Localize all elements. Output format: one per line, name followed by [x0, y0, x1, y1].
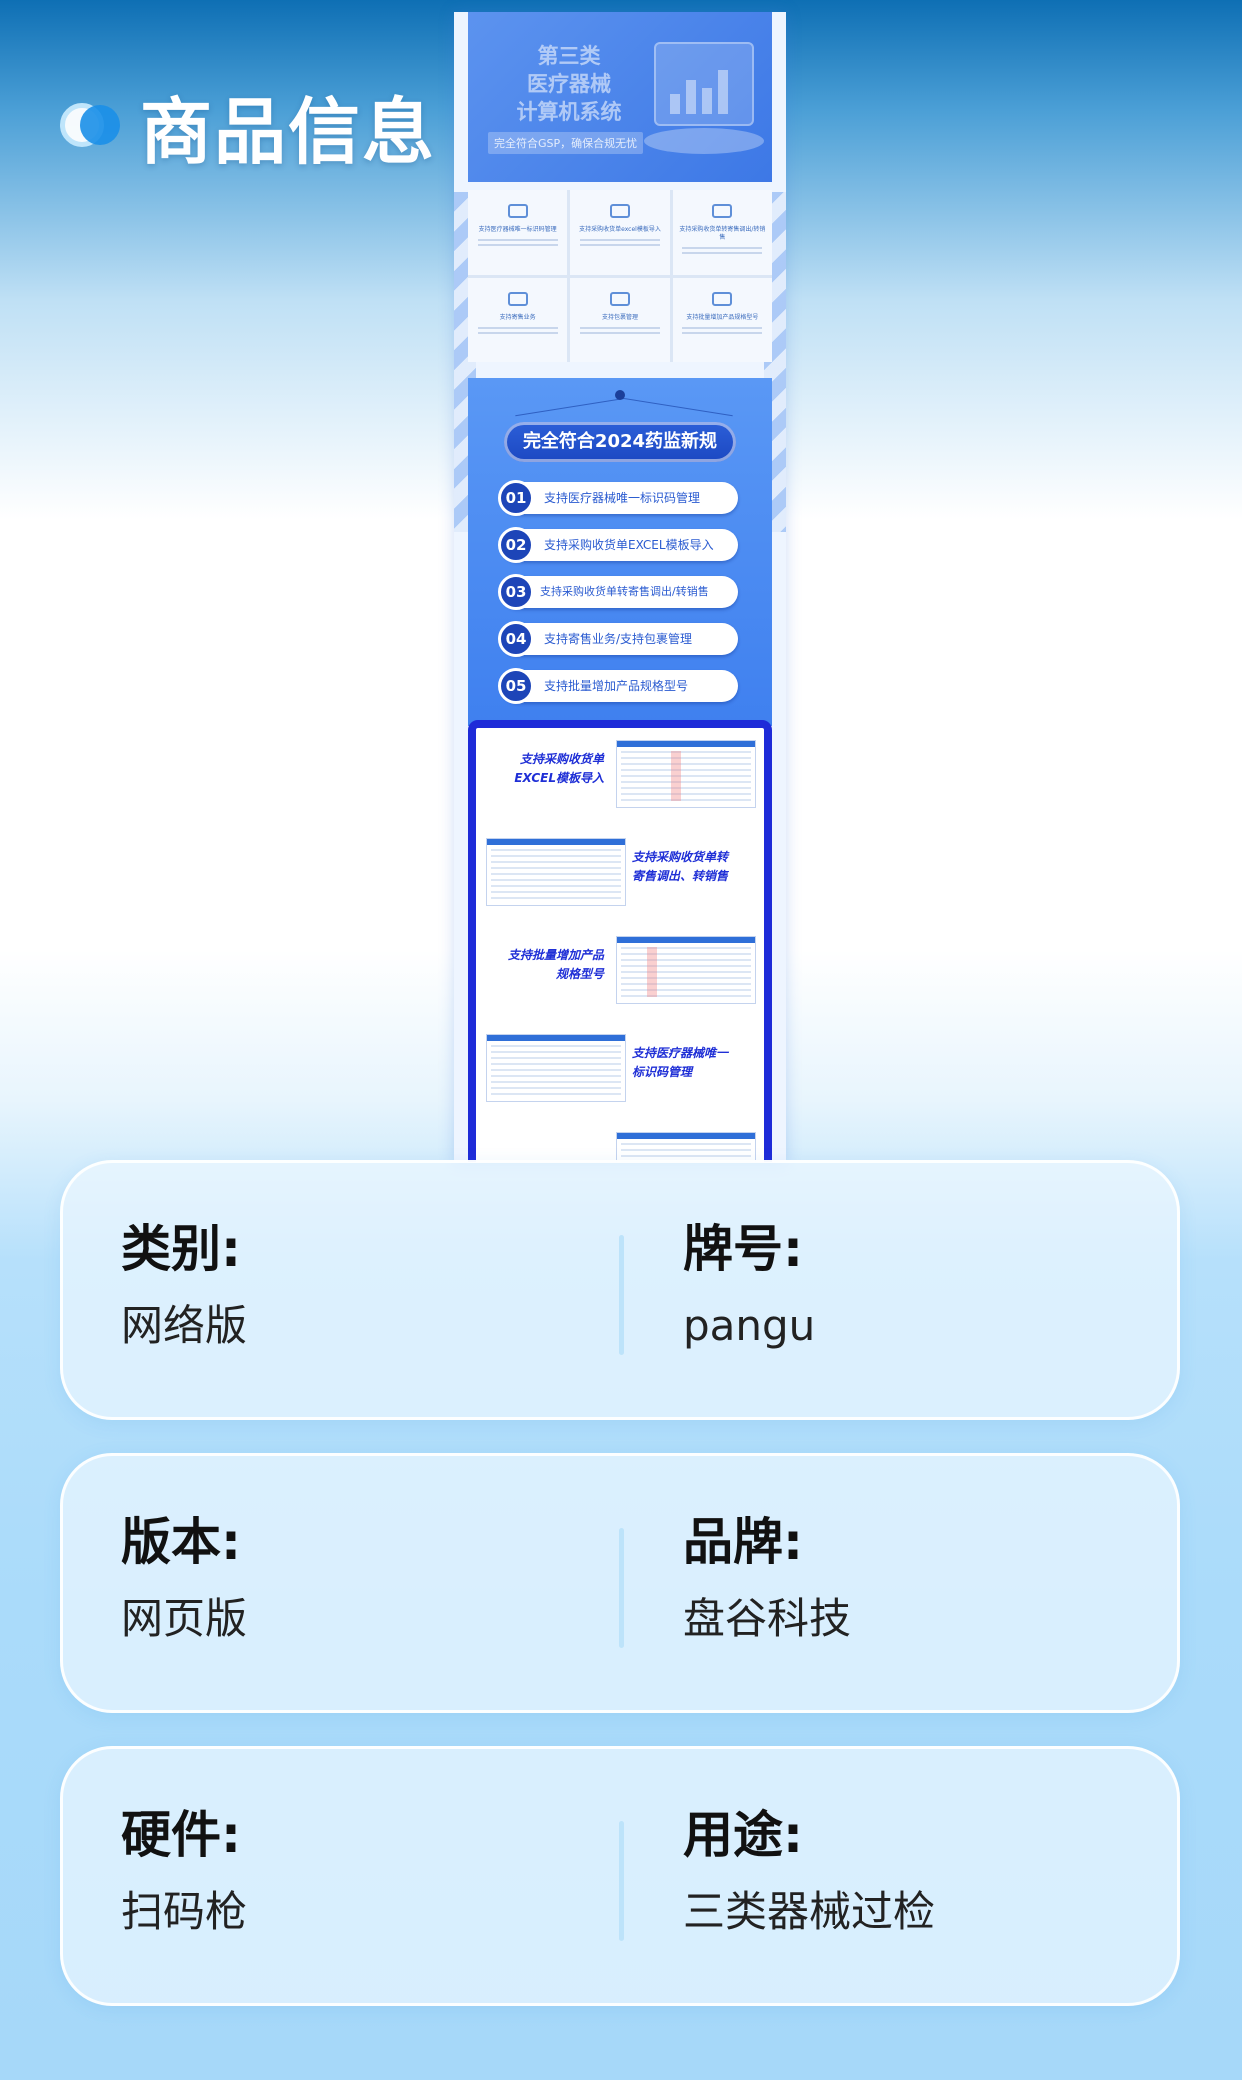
feature-text: 支持批量增加产品规格型号: [686, 313, 759, 321]
screen-thumbnail: [616, 936, 756, 1004]
rule-item: 02 支持采购收货单EXCEL模板导入: [498, 527, 738, 563]
feature-cell: 支持采购收货单转寄售调出/转销售: [672, 190, 772, 275]
info-value: 网页版: [121, 1594, 248, 1643]
screen-thumbnail: [486, 838, 626, 906]
info-field: 类别: 网络版: [121, 1219, 247, 1351]
hanger-dot-icon: [615, 390, 625, 400]
page-title: 商品信息: [140, 89, 437, 174]
poster-hero-title: 第三类 医疗器械 计算机系统: [516, 44, 622, 124]
feature-cell: 支持采购收货单excel模板导入: [570, 190, 670, 275]
info-value: 三类器械过检: [683, 1887, 936, 1936]
feature-cell: 支持批量增加产品规格型号: [672, 277, 772, 362]
info-value: pangu: [683, 1301, 816, 1350]
info-label: 硬件:: [121, 1806, 241, 1864]
screenshots-panel: 支持采购收货单 EXCEL模板导入 支持采购收货单转 寄售调出、转销售 支持批量…: [468, 720, 772, 1162]
screen-thumbnail: [486, 1034, 626, 1102]
screen-row: 支持医疗器械唯一 标识码管理: [486, 1034, 756, 1106]
chart-icon: [609, 204, 630, 218]
rule-text: 支持医疗器械唯一标识码管理: [544, 491, 701, 505]
info-value: 盘谷科技: [683, 1594, 852, 1643]
rule-item: 04 支持寄售业务/支持包裹管理: [498, 621, 738, 657]
list-icon: [507, 291, 528, 306]
feature-grid: 支持医疗器械唯一标识码管理 支持采购收货单excel模板导入 支持采购收货单转寄…: [468, 190, 772, 362]
rule-text: 支持寄售业务/支持包裹管理: [544, 632, 693, 646]
info-field: 用途: 三类器械过检: [683, 1805, 935, 1937]
info-card-version-brand: 版本: 网页版 品牌: 盘谷科技: [60, 1453, 1180, 1713]
info-field: 牌号: pangu: [683, 1219, 815, 1351]
rule-text: 支持采购收货单EXCEL模板导入: [544, 538, 714, 552]
rule-item: 01 支持医疗器械唯一标识码管理: [498, 480, 738, 516]
info-divider: [619, 1821, 624, 1941]
search-icon: [609, 291, 630, 306]
screen-row: [486, 1132, 756, 1162]
info-field: 版本: 网页版: [121, 1512, 247, 1644]
feature-text: 支持医疗器械唯一标识码管理: [478, 226, 557, 233]
screen-thumbnail: [616, 1132, 756, 1162]
info-card-hardware-usage: 硬件: 扫码枪 用途: 三类器械过检: [60, 1746, 1180, 2006]
screen-label: 支持采购收货单转 寄售调出、转销售: [632, 850, 729, 883]
feature-text: 支持采购收货单excel模板导入: [579, 226, 661, 233]
rule-text: 支持采购收货单转寄售调出/转销售: [540, 585, 709, 598]
feature-cell: 支持包裹管理: [570, 277, 670, 362]
rule-number: 02: [498, 527, 534, 563]
info-value: 网络版: [121, 1301, 248, 1350]
rules-panel: 完全符合2024药监新规 01 支持医疗器械唯一标识码管理 02 支持采购收货单…: [468, 378, 772, 726]
screen-label: 支持批量增加产品 规格型号: [507, 948, 604, 981]
screen-label: 支持采购收货单 EXCEL模板导入: [514, 752, 604, 785]
rule-number: 04: [498, 621, 534, 657]
screen-label: 支持医疗器械唯一 标识码管理: [632, 1046, 729, 1079]
screen-thumbnail: [616, 740, 756, 808]
product-poster: 第三类 医疗器械 计算机系统 完全符合GSP，确保合规无忧 支持医疗器械唯一标识…: [454, 12, 786, 1162]
rules-title: 完全符合2024药监新规: [504, 422, 736, 462]
poster-hero: 第三类 医疗器械 计算机系统 完全符合GSP，确保合规无忧: [468, 12, 772, 182]
feature-text: 支持采购收货单转寄售调出/转销售: [679, 226, 766, 241]
rule-number: 01: [498, 480, 534, 516]
info-field: 硬件: 扫码枪: [121, 1805, 247, 1937]
monitor-stand: [644, 128, 764, 154]
info-label: 品牌:: [683, 1513, 803, 1571]
document-icon: [712, 291, 733, 306]
rule-text: 支持批量增加产品规格型号: [544, 679, 689, 693]
rule-number: 03: [498, 574, 534, 610]
screen-row: 支持采购收货单 EXCEL模板导入: [486, 740, 756, 812]
feature-text: 支持包裹管理: [601, 313, 638, 321]
page-header: 商品信息: [60, 70, 436, 180]
info-card-category-grade: 类别: 网络版 牌号: pangu: [60, 1160, 1180, 1420]
info-label: 牌号:: [683, 1220, 803, 1278]
monitor-icon: [507, 204, 528, 218]
info-label: 类别:: [121, 1220, 241, 1278]
monitor-chart-icon: [654, 42, 754, 126]
info-label: 版本:: [121, 1513, 241, 1571]
screen-row: 支持批量增加产品 规格型号: [486, 936, 756, 1008]
board-icon: [712, 204, 733, 218]
info-divider: [619, 1235, 624, 1355]
rule-number: 05: [498, 668, 534, 704]
info-label: 用途:: [683, 1806, 803, 1864]
info-value: 扫码枪: [121, 1887, 248, 1936]
poster-hero-tag: 完全符合GSP，确保合规无忧: [488, 132, 644, 154]
info-divider: [619, 1528, 624, 1648]
rule-item: 05 支持批量增加产品规格型号: [498, 668, 738, 704]
screen-row: 支持采购收货单转 寄售调出、转销售: [486, 838, 756, 910]
feature-cell: 支持寄售业务: [468, 277, 568, 362]
feature-text: 支持寄售业务: [499, 313, 536, 321]
info-field: 品牌: 盘谷科技: [683, 1512, 851, 1644]
rule-item: 03 支持采购收货单转寄售调出/转销售: [498, 574, 738, 610]
feature-cell: 支持医疗器械唯一标识码管理: [468, 190, 568, 275]
circles-logo-icon: [60, 99, 122, 151]
